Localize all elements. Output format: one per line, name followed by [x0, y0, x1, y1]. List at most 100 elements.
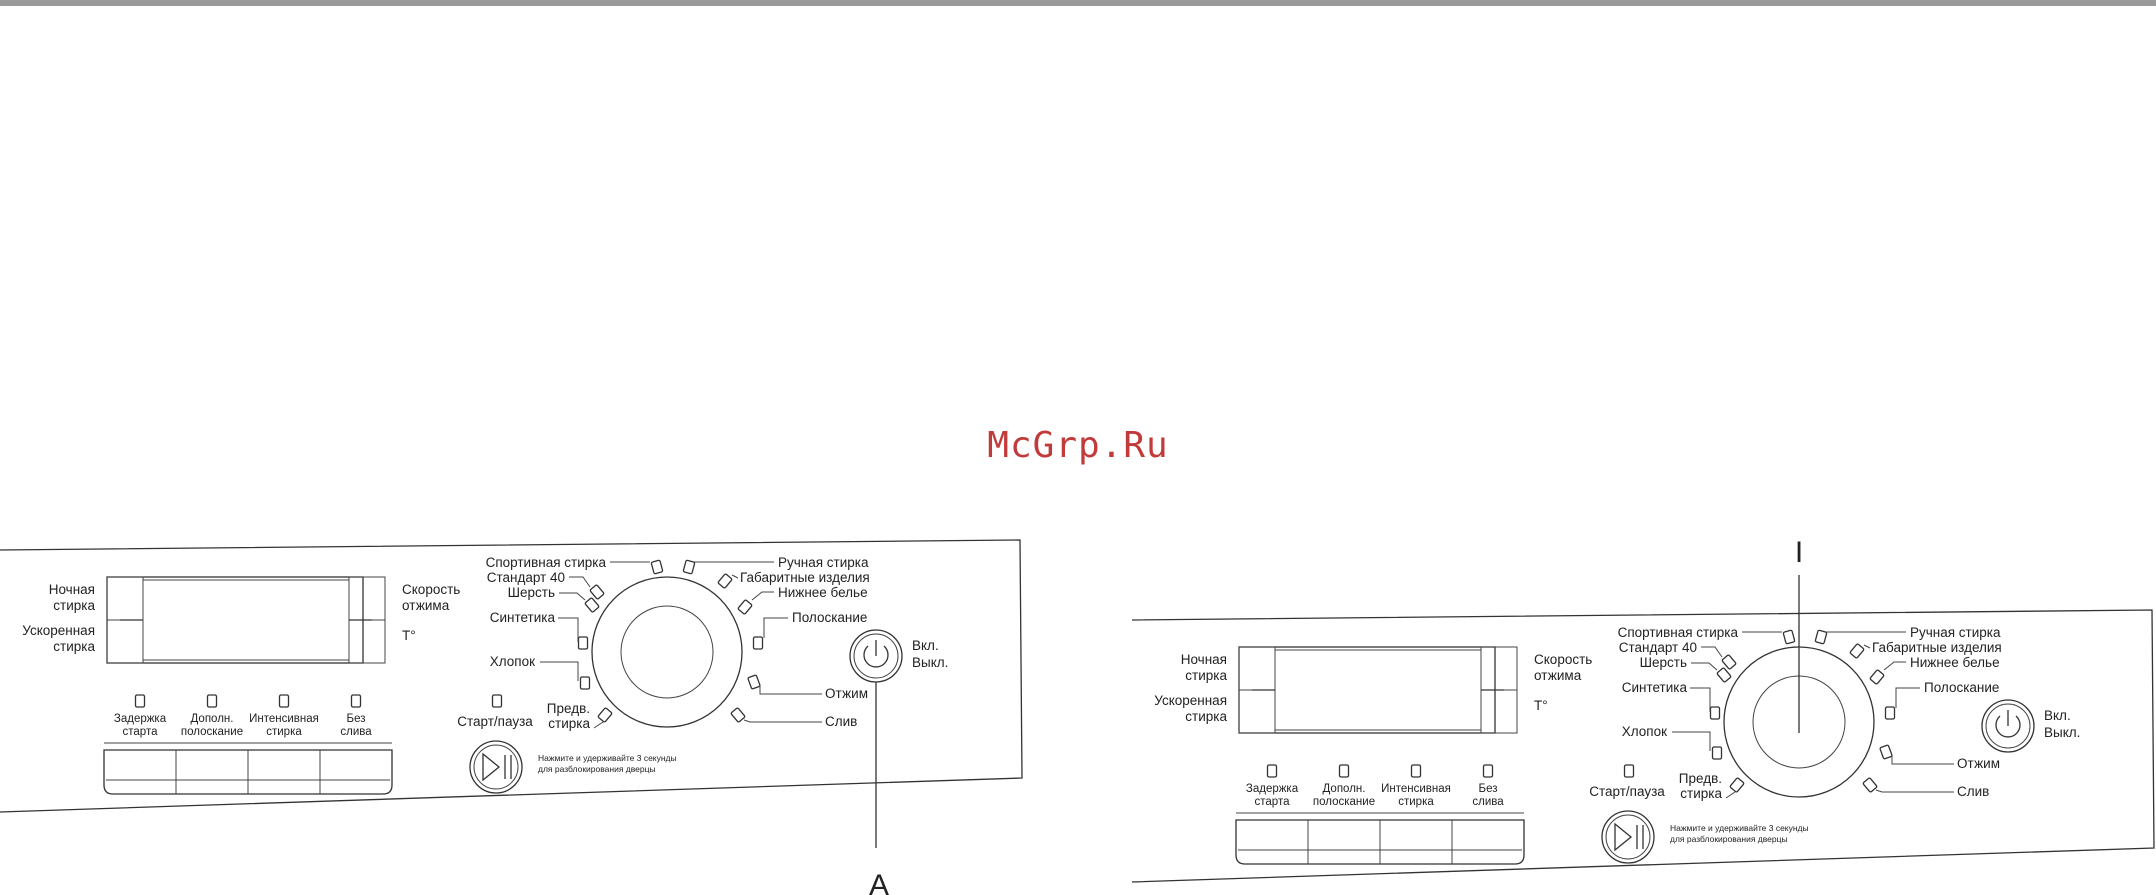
program-leader: [1891, 754, 1954, 765]
program-led: [1814, 629, 1828, 645]
start-pause-button-ring: [1605, 814, 1651, 860]
program-leader: [1701, 646, 1723, 658]
watermark: McGrp.Ru: [987, 425, 1169, 466]
program-leader: [558, 617, 579, 642]
program-leader: [1672, 731, 1711, 751]
night-wash-key[interactable]: [1238, 646, 1276, 691]
program-led: [1862, 777, 1878, 793]
power-button-ring: [853, 633, 899, 679]
program-label-right: Отжим: [825, 686, 868, 701]
temperature-key[interactable]: [348, 619, 386, 664]
led-no-drain: [350, 694, 362, 708]
power-button[interactable]: [1981, 699, 2035, 753]
program-label-right: Ручная стирка: [778, 555, 869, 570]
program-led: [1869, 669, 1885, 685]
quick-wash-key[interactable]: [1238, 689, 1276, 734]
program-label-right: Габаритные изделия: [740, 570, 870, 585]
program-label-right: Отжим: [1957, 756, 2000, 771]
program-leader: [540, 661, 579, 681]
program-leader: [1690, 687, 1711, 712]
button-bar: [1235, 819, 1525, 865]
panel-outline: [1131, 609, 2155, 883]
power-label: Вкл.Выкл.: [2044, 708, 2080, 740]
power-label: Вкл.Выкл.: [912, 638, 948, 670]
led-start-pause: [491, 694, 503, 708]
led-start-pause: [1623, 764, 1635, 778]
program-label-right: Ручная стирка: [1910, 625, 2001, 640]
option-button-no-drain[interactable]: [1454, 822, 1522, 862]
program-led: [717, 573, 733, 589]
program-leader: [763, 617, 788, 638]
start-pause-button[interactable]: [469, 740, 523, 794]
program-leader: [1883, 661, 1906, 671]
spin-speed-key[interactable]: [348, 576, 386, 621]
led-delay: [134, 694, 146, 708]
callout-a-label: A: [869, 869, 889, 895]
program-led: [1709, 706, 1721, 720]
option-button-delay[interactable]: [1238, 822, 1306, 862]
option-button-extra-rinse[interactable]: [178, 752, 246, 792]
program-leader: [743, 719, 822, 723]
display-inner: [142, 579, 350, 661]
program-label-right: Полоскание: [792, 610, 867, 625]
program-led: [1849, 643, 1865, 659]
program-label-left: Стандарт 40: [487, 570, 565, 585]
program-label-right: Нижнее белье: [1910, 655, 2000, 670]
program-led: [1711, 746, 1723, 760]
start-pause-button[interactable]: [1601, 810, 1655, 864]
button-label-extra-rinse: Дополн.полоскание: [1313, 783, 1375, 808]
program-label-left: Спортивная стирка: [486, 555, 607, 570]
temperature-label: T°: [1534, 698, 1548, 713]
play-icon: [482, 752, 501, 782]
display-window: [106, 576, 364, 664]
button-label-extra-rinse: Дополн.полоскание: [181, 713, 243, 738]
program-label-left: Шерсть: [508, 585, 555, 600]
night-wash-key[interactable]: [106, 576, 144, 621]
program-led: [650, 559, 664, 575]
temperature-key[interactable]: [1480, 689, 1518, 734]
program-leader: [731, 574, 739, 579]
spin-speed-key[interactable]: [1480, 646, 1518, 691]
option-button-no-drain[interactable]: [322, 752, 390, 792]
display-inner: [1274, 649, 1482, 731]
top-rule: [0, 0, 2156, 6]
program-leader: [1725, 791, 1736, 799]
temperature-label: T°: [402, 628, 416, 643]
option-button-intensive[interactable]: [250, 752, 318, 792]
program-leader: [1863, 644, 1871, 649]
power-button-ring: [1985, 703, 2031, 749]
option-button-intensive[interactable]: [1382, 822, 1450, 862]
program-label-right: Полоскание: [1924, 680, 1999, 695]
led-no-drain: [1482, 764, 1494, 778]
program-dial[interactable]: [591, 576, 743, 728]
program-label-left: Стандарт 40: [1619, 640, 1697, 655]
program-label-left: Спортивная стирка: [1618, 625, 1739, 640]
program-label-left: Предв.стирка: [547, 701, 591, 731]
start-pause-label: Старт/пауза: [457, 714, 533, 729]
program-label-right: Нижнее белье: [778, 585, 868, 600]
program-led: [579, 676, 591, 690]
program-led: [1879, 744, 1893, 760]
program-leader: [559, 592, 586, 601]
panel-outline: [0, 539, 1023, 813]
option-button-extra-rinse[interactable]: [1310, 822, 1378, 862]
button-bar: [103, 749, 393, 795]
program-leader: [759, 684, 822, 695]
quick-wash-key[interactable]: [106, 619, 144, 664]
led-extra-rinse: [206, 694, 218, 708]
play-icon: [1614, 822, 1633, 852]
led-intensive: [1410, 764, 1422, 778]
program-led: [1884, 706, 1896, 720]
option-button-delay[interactable]: [106, 752, 174, 792]
